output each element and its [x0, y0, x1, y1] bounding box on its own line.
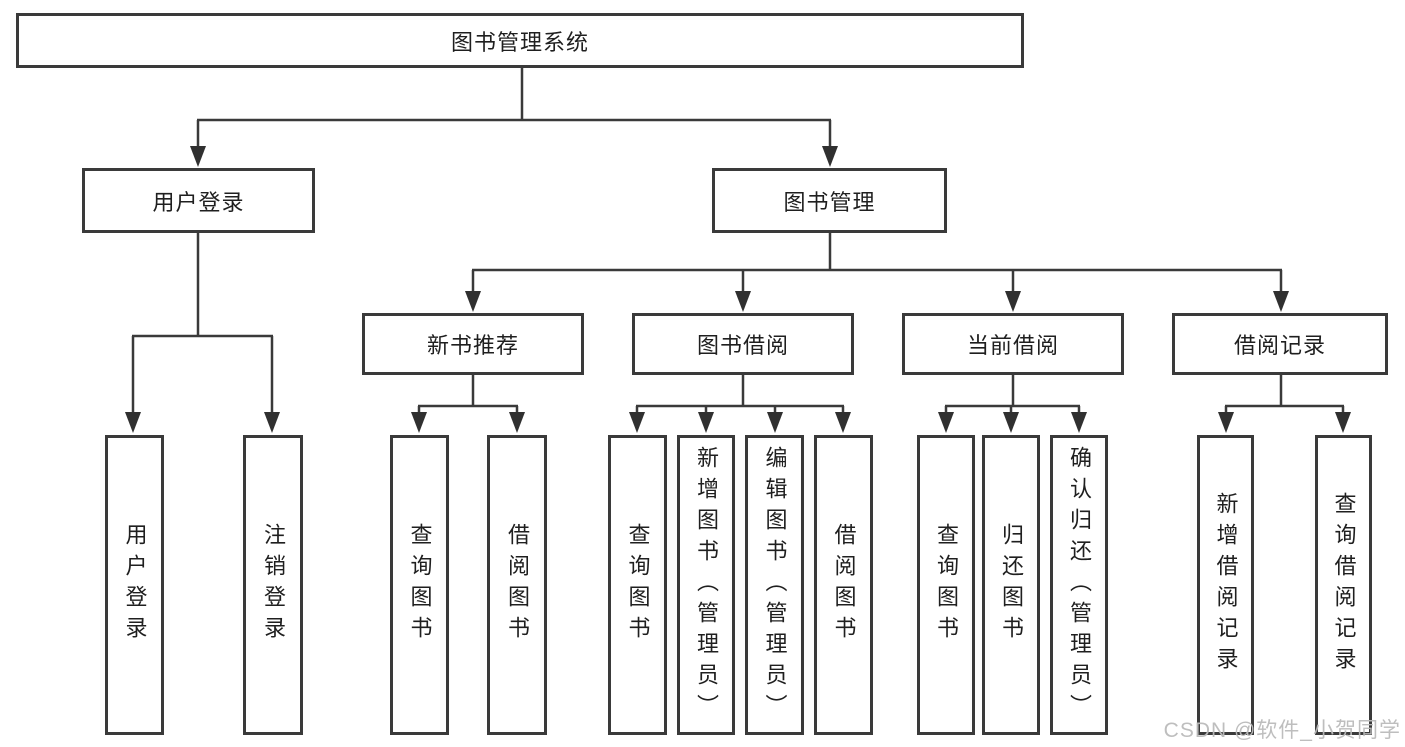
node-new-book-recommend: 新书推荐 — [362, 313, 584, 375]
node-label: 新增图书（管理员） — [694, 445, 719, 725]
leaf-confirm-return-admin: 确认归还（管理员） — [1050, 435, 1108, 735]
node-label: 查询图书 — [407, 523, 433, 647]
node-user-login: 用户登录 — [82, 168, 315, 233]
node-label: 确认归还（管理员） — [1067, 445, 1092, 725]
node-label: 图书借阅 — [696, 333, 789, 358]
leaf-logout: 注销登录 — [243, 435, 303, 735]
leaf-return-books: 归还图书 — [982, 435, 1040, 735]
node-label: 图书管理 — [783, 189, 876, 215]
node-current-borrow: 当前借阅 — [902, 313, 1124, 375]
leaf-query-books: 查询图书 — [608, 435, 667, 735]
node-label: 借阅记录 — [1233, 333, 1326, 358]
node-label: 查询图书 — [934, 523, 959, 647]
node-label: 注销登录 — [261, 523, 286, 647]
leaf-borrow-books: 借阅图书 — [814, 435, 873, 735]
node-book-borrow: 图书借阅 — [632, 313, 854, 375]
leaf-query-books: 查询图书 — [917, 435, 975, 735]
node-book-management: 图书管理 — [712, 168, 947, 233]
node-label: 图书管理系统 — [450, 29, 589, 55]
node-label: 用户登录 — [122, 523, 148, 647]
node-library-management-system: 图书管理系统 — [16, 13, 1024, 68]
node-borrow-records: 借阅记录 — [1172, 313, 1388, 375]
leaf-user-login: 用户登录 — [105, 435, 164, 735]
csdn-watermark: CSDN @软件_小贺同学 — [1163, 719, 1401, 742]
node-label: 新增借阅记录 — [1213, 492, 1239, 678]
node-label: 借阅图书 — [831, 523, 857, 647]
node-label: 当前借阅 — [966, 333, 1059, 358]
node-label: 编辑图书（管理员） — [762, 445, 788, 725]
node-label: 用户登录 — [152, 189, 245, 215]
leaf-edit-books-admin: 编辑图书（管理员） — [745, 435, 804, 735]
leaf-borrow-books: 借阅图书 — [487, 435, 547, 735]
node-label: 归还图书 — [999, 523, 1024, 647]
node-label: 新书推荐 — [426, 333, 519, 358]
leaf-add-borrow-record: 新增借阅记录 — [1197, 435, 1254, 735]
leaf-query-borrow-record: 查询借阅记录 — [1315, 435, 1372, 735]
node-label: 查询图书 — [625, 523, 651, 647]
leaf-query-books: 查询图书 — [390, 435, 449, 735]
node-label: 查询借阅记录 — [1331, 492, 1357, 678]
leaf-add-books-admin: 新增图书（管理员） — [677, 435, 735, 735]
node-label: 借阅图书 — [505, 523, 530, 647]
